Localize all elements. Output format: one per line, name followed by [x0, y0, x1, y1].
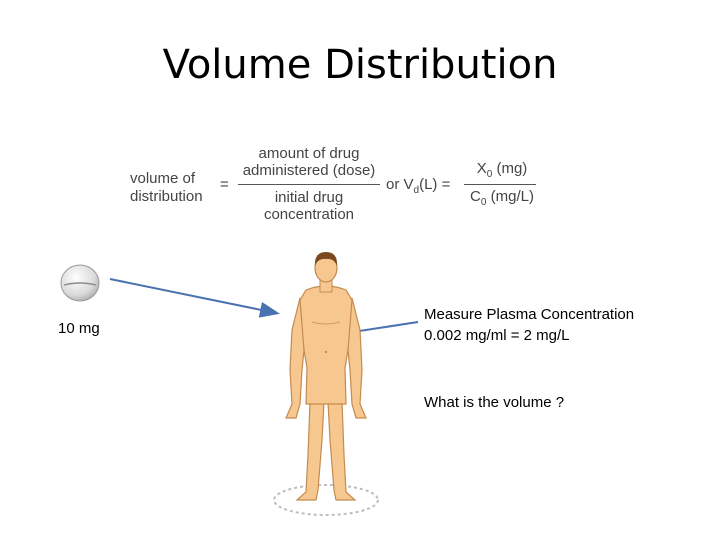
dose-arrow-icon: [109, 278, 280, 318]
formula-x-letter: X: [476, 160, 487, 177]
formula-c-letter: C: [470, 188, 481, 205]
formula-or-vd: or Vd(L) =: [386, 176, 450, 196]
formula-or-sub: d: [413, 185, 420, 196]
formula-lhs-line2: distribution: [130, 188, 203, 205]
formula-x-sub: 0: [486, 169, 493, 180]
formula-denominator-line1: initial drug: [274, 189, 344, 206]
formula-fraction-bar: [238, 184, 380, 185]
formula-c0: C0 (mg/L): [462, 188, 542, 208]
formula-c-unit: (mg/L): [486, 188, 534, 205]
human-body-figure: [273, 252, 379, 516]
measurement-text: Measure Plasma Concentration 0.002 mg/ml…: [424, 304, 634, 346]
formula-numerator-line1: amount of drug: [258, 145, 360, 162]
slide-title: Volume Distribution: [162, 42, 558, 88]
formula-x0: X0 (mg): [466, 160, 538, 180]
formula-fraction-bar-2: [464, 184, 536, 185]
formula-x-unit: (mg): [492, 160, 528, 177]
formula-or-unit: (L) =: [419, 176, 451, 193]
formula-denominator-line2: concentration: [263, 206, 355, 223]
volume-formula: volume of distribution = amount of drug …: [128, 140, 548, 232]
pill-icon: [60, 264, 100, 302]
dose-label: 10 mg: [58, 320, 100, 337]
formula-or-text: or V: [386, 176, 414, 193]
measurement-line2: 0.002 mg/ml = 2 mg/L: [424, 327, 570, 344]
formula-numerator-line2: administered (dose): [242, 162, 376, 179]
formula-lhs-line1: volume of: [130, 170, 196, 187]
formula-equals: =: [220, 176, 229, 193]
question-text: What is the volume ?: [424, 394, 565, 411]
measurement-line1: Measure Plasma Concentration: [424, 306, 635, 323]
formula-c-sub: 0: [480, 197, 487, 208]
